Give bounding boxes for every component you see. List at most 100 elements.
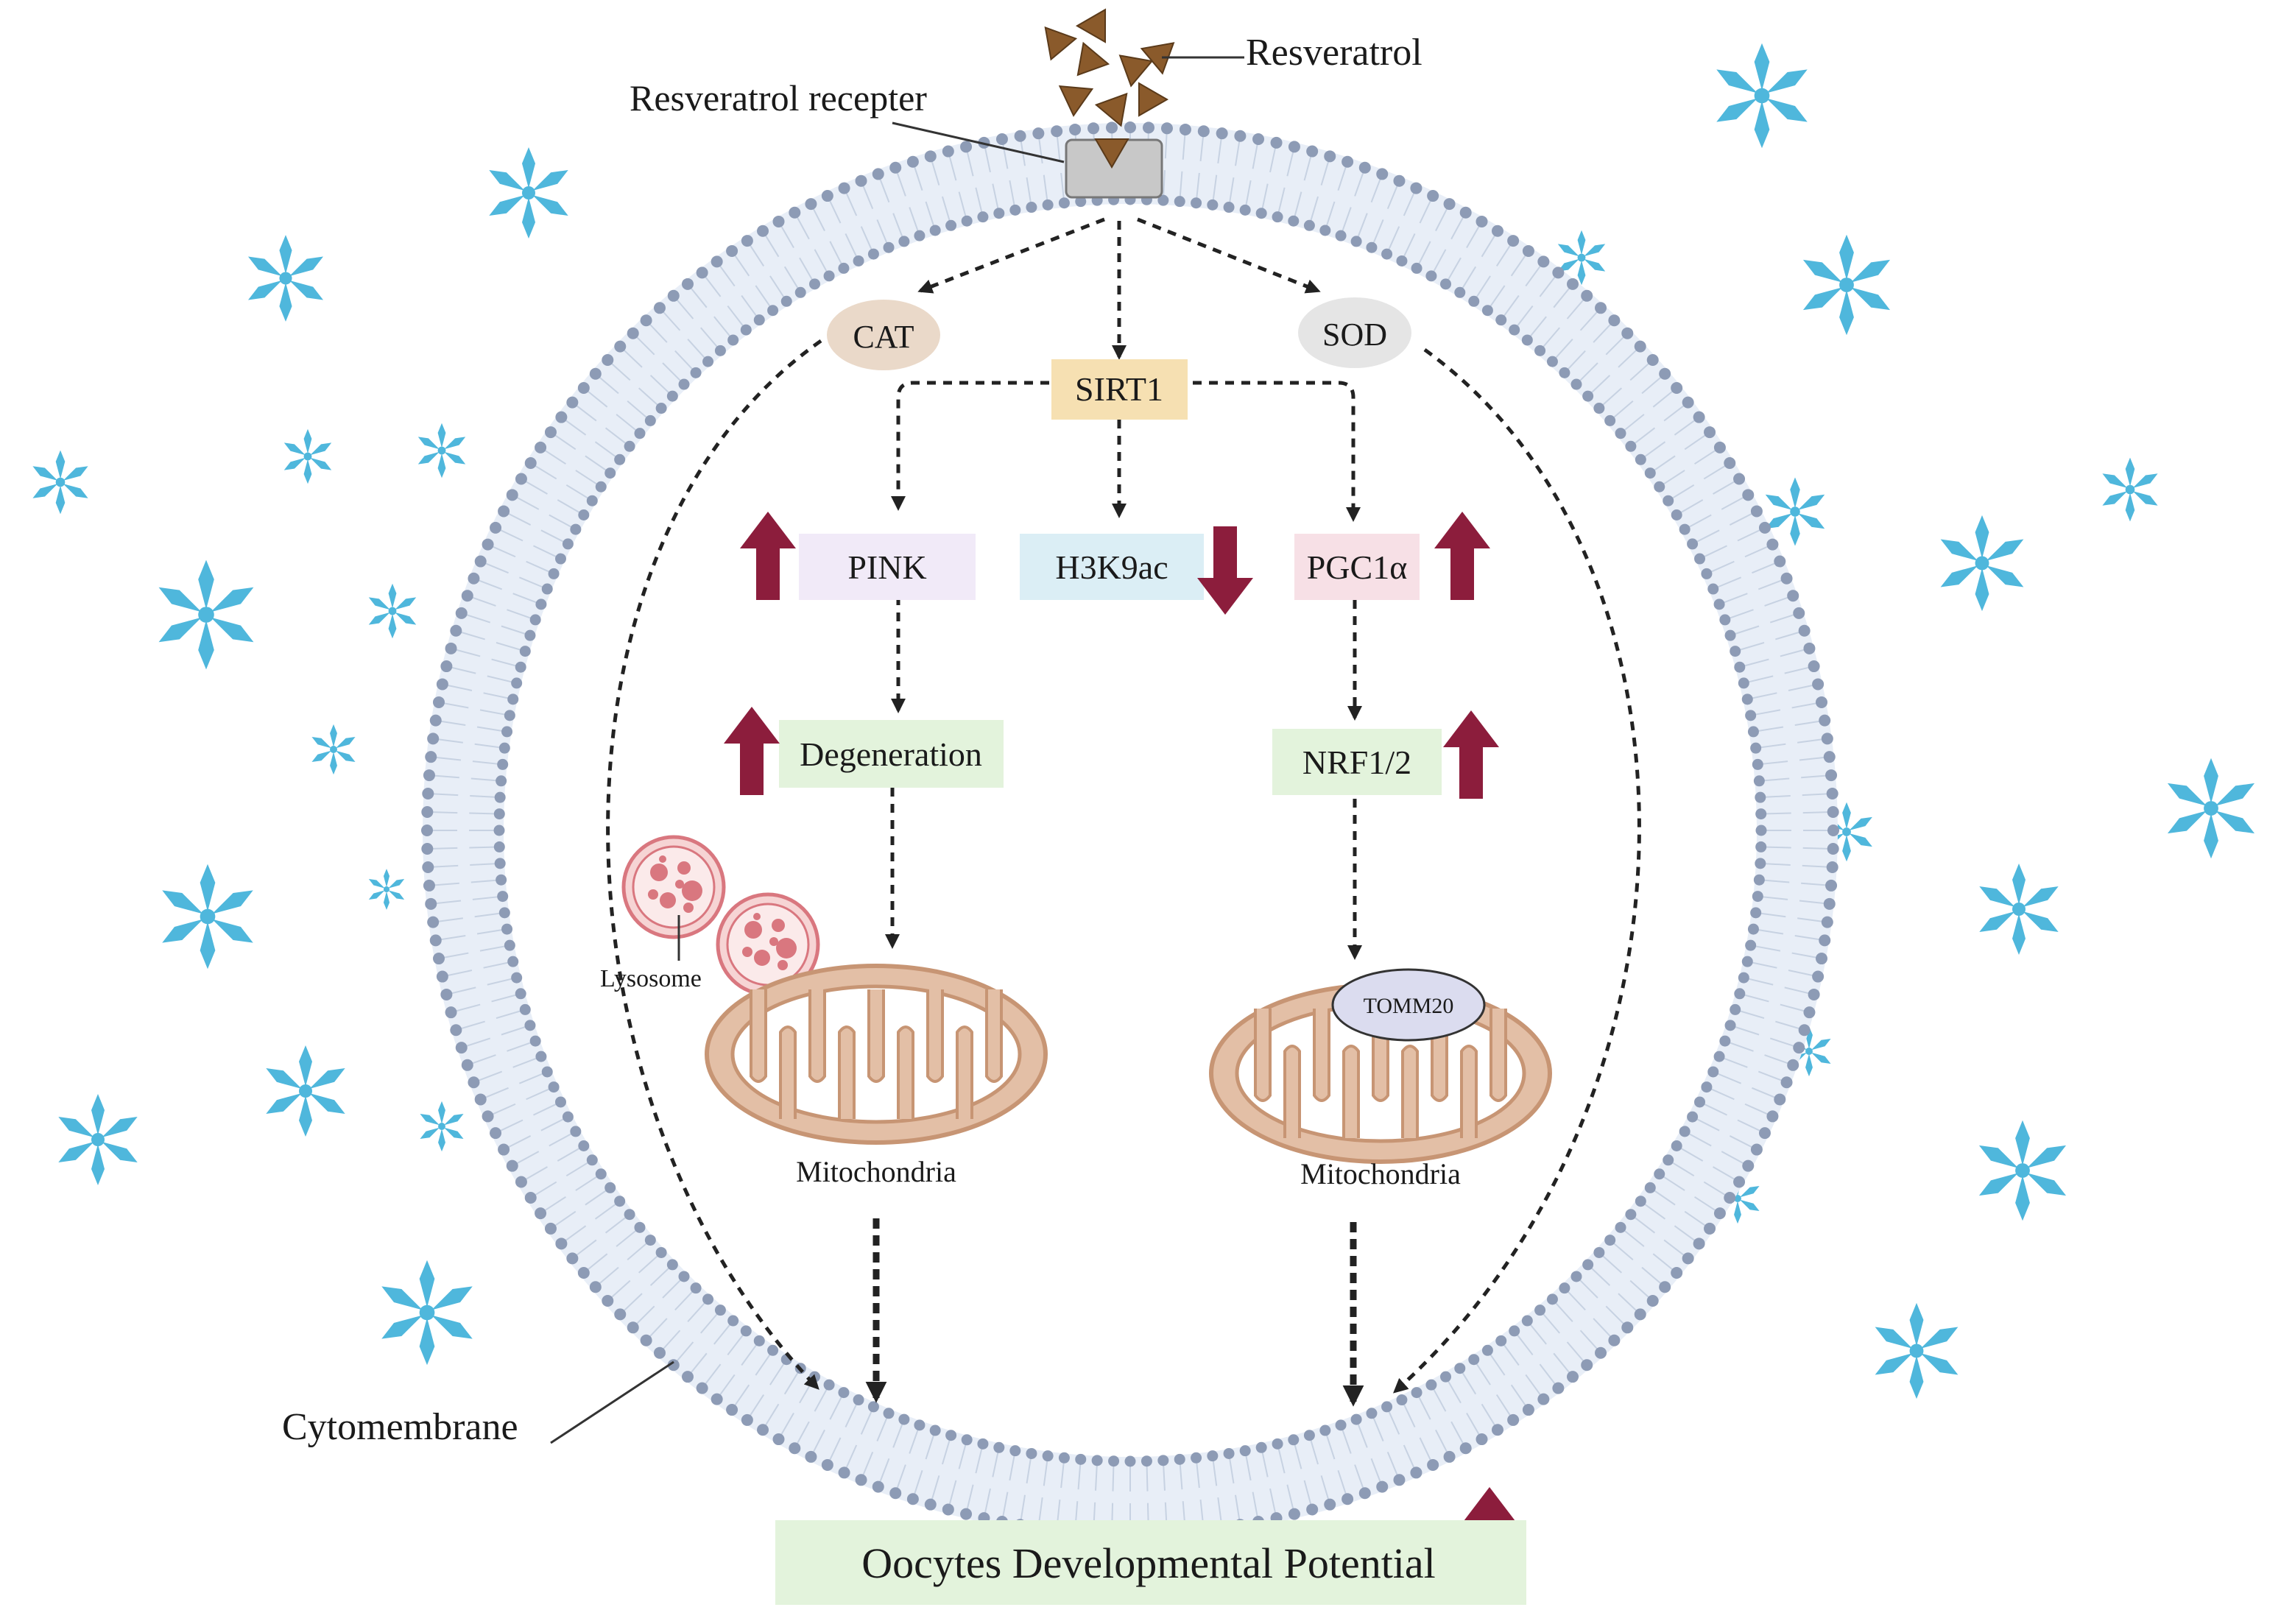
lipid-head [1704, 1222, 1716, 1235]
lipid-head [504, 710, 515, 721]
lipid-head [535, 441, 547, 453]
lipid-head [1042, 199, 1054, 211]
up-arrow-icon [1443, 710, 1499, 799]
lipid-head [515, 1176, 527, 1188]
lipid-head [1014, 130, 1026, 142]
lipid-head [1753, 874, 1765, 886]
lipid-head [1719, 614, 1731, 626]
receptor-label: Resveratrol recepter [630, 77, 927, 119]
lipid-head [929, 225, 941, 236]
lipid-head [440, 988, 453, 1000]
lipid-head [1812, 678, 1825, 691]
lipid-head [772, 1433, 785, 1446]
snowflake-icon [367, 583, 418, 639]
lipid-head [1604, 414, 1616, 426]
lipid-head [1755, 791, 1766, 803]
receptor-leader-line [892, 121, 1065, 163]
lipid-head [666, 390, 678, 402]
pgc1a-label: PGC1α [1307, 548, 1408, 586]
lipid-head [1521, 334, 1533, 346]
lipid-head [494, 791, 506, 803]
h3k9ac-label: H3K9ac [1055, 548, 1168, 586]
lipid-head [757, 1424, 769, 1436]
lipid-head [960, 1508, 973, 1520]
lipid-head [1707, 583, 1719, 595]
degeneration-label: Degeneration [800, 735, 982, 773]
lipid-head [1381, 248, 1393, 260]
lipid-head [1454, 1363, 1466, 1374]
lipid-head [924, 150, 937, 163]
pgc1a-node: PGC1α [1294, 534, 1420, 600]
lipid-head [602, 353, 614, 366]
lipid-head [640, 1334, 652, 1346]
lipid-head [1793, 607, 1805, 619]
lipid-head [1615, 1221, 1626, 1233]
sod-label: SOD [1322, 317, 1387, 353]
lipid-head [1635, 1196, 1646, 1207]
lipid-head [1734, 661, 1746, 673]
lipid-head [821, 190, 833, 202]
lipid-head [1288, 1508, 1300, 1520]
lipid-head [1396, 1394, 1408, 1406]
lipid-head [1546, 356, 1558, 367]
lipid-head [1410, 1466, 1422, 1479]
lipid-head [1687, 1111, 1699, 1123]
lipid-head [421, 806, 434, 819]
lipid-head [1719, 1035, 1731, 1047]
lipid-head [942, 1503, 954, 1516]
lipid-head [1750, 742, 1762, 754]
lipid-head [1742, 489, 1755, 501]
lipid-head [1682, 1252, 1694, 1265]
lipid-head [1724, 1191, 1736, 1204]
lipid-head [1042, 1450, 1054, 1462]
lipid-head [570, 523, 582, 535]
lipid-head [1481, 1344, 1493, 1356]
lipid-head [1671, 381, 1683, 394]
lipid-head [421, 825, 433, 836]
lipid-head [1704, 426, 1716, 439]
lipid-head [1507, 1413, 1520, 1426]
lipid-head [805, 1450, 817, 1463]
lipid-head [511, 677, 523, 689]
lipid-head [1635, 453, 1646, 465]
lipid-head [432, 696, 445, 708]
lipid-head [1425, 1379, 1437, 1391]
lipid-head [794, 286, 806, 298]
lipid-head [1239, 1445, 1251, 1457]
lipid-head [450, 1024, 462, 1037]
snowflake-icon [1871, 1302, 1962, 1399]
lipid-head [1106, 121, 1118, 134]
lipid-head [1207, 199, 1219, 211]
lipid-head [1747, 923, 1759, 935]
sirt1-node: SIRT1 [1051, 359, 1188, 420]
lipid-head [1032, 127, 1045, 140]
lipid-head [1366, 241, 1378, 253]
lipid-head [690, 1282, 702, 1294]
lipid-head [1142, 121, 1154, 134]
resveratrol-molecule [1075, 8, 1107, 43]
lipid-head [809, 278, 820, 290]
lipid-head [1825, 879, 1838, 892]
lipid-head [436, 678, 448, 691]
lipid-head [548, 568, 560, 579]
mitochondria-left-label: Mitochondria [796, 1155, 956, 1188]
lipid-head [644, 414, 656, 426]
lipid-head [977, 211, 989, 223]
h3k9ac-node: H3K9ac [1020, 534, 1204, 600]
lipid-head [667, 289, 680, 302]
lipid-head [501, 923, 513, 935]
lipid-head [1780, 1076, 1793, 1089]
snowflake-icon [309, 724, 358, 775]
lipid-head [1491, 1424, 1503, 1436]
lipid-head [727, 334, 739, 346]
lipid-head [624, 440, 635, 452]
lipid-head [498, 1143, 510, 1156]
lipid-head [1223, 1447, 1235, 1459]
lipid-head [468, 572, 480, 585]
lipid-head [1816, 953, 1828, 965]
lipid-head [681, 278, 694, 290]
lipid-head [562, 538, 574, 550]
lipid-head [702, 1293, 714, 1305]
lipid-head [1427, 1458, 1439, 1471]
lipid-head [422, 788, 434, 800]
